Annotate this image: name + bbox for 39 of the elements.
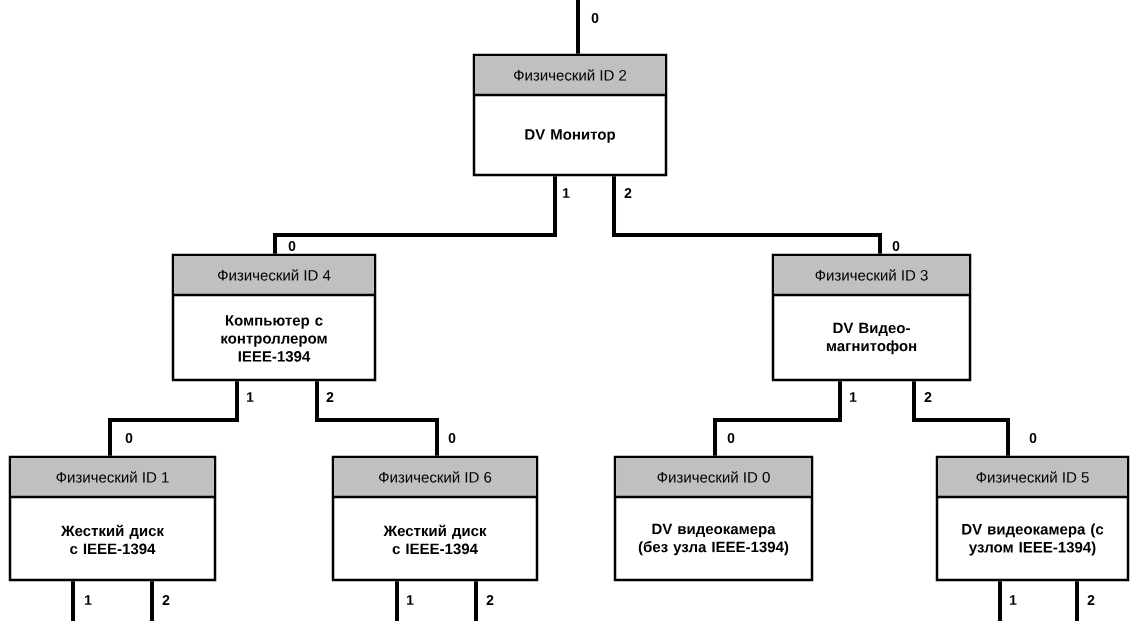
port-number: 2 xyxy=(326,392,334,402)
port-number: 1 xyxy=(247,392,254,402)
port-number: 2 xyxy=(486,595,494,605)
connector-line xyxy=(108,381,239,456)
port-number: 0 xyxy=(892,241,900,251)
connector-line xyxy=(474,581,478,621)
connector-line xyxy=(612,176,882,254)
connector-line xyxy=(71,581,75,621)
device-box: Физический ID 3 DV Видео-магнитофон xyxy=(771,253,972,382)
connector-line xyxy=(713,381,842,456)
device-box: Физический ID 4 Компьютер с контроллером IEEE-1394 xyxy=(171,253,377,382)
connector-line xyxy=(998,581,1002,621)
connector-line xyxy=(912,381,1010,456)
connector-line xyxy=(1075,581,1079,621)
port-number: 1 xyxy=(850,392,857,402)
port-number: 0 xyxy=(727,433,735,443)
connector-line xyxy=(273,176,557,254)
port-number: 1 xyxy=(85,595,92,605)
device-box: Физический ID 2 DV Монитор xyxy=(472,53,668,177)
port-number: 0 xyxy=(1029,433,1037,443)
port-number: 2 xyxy=(624,188,632,198)
connector-line xyxy=(576,0,580,54)
port-number: 1 xyxy=(563,188,570,198)
device-box: Физический ID 5 DV видеокамера (с узлом IEEE-1394) xyxy=(935,455,1130,582)
port-number: 0 xyxy=(591,13,599,23)
connector-line xyxy=(315,381,439,456)
port-number: 0 xyxy=(448,433,456,443)
port-number: 2 xyxy=(924,392,932,402)
port-number: 1 xyxy=(407,595,414,605)
device-box: Физический ID 0 DV видеокамера (без узла IEEE-1394) xyxy=(613,455,814,582)
connector-line xyxy=(395,581,399,621)
device-box: Физический ID 6 Жесткий диск с IEEE-1394 xyxy=(331,455,539,582)
port-number: 0 xyxy=(125,433,133,443)
port-number: 2 xyxy=(1087,595,1095,605)
connector-line xyxy=(150,581,154,621)
port-number: 1 xyxy=(1010,595,1017,605)
port-number: 2 xyxy=(162,595,170,605)
device-box: Физический ID 1 Жесткий диск с IEEE-1394 xyxy=(8,455,217,582)
port-number: 0 xyxy=(288,241,296,251)
